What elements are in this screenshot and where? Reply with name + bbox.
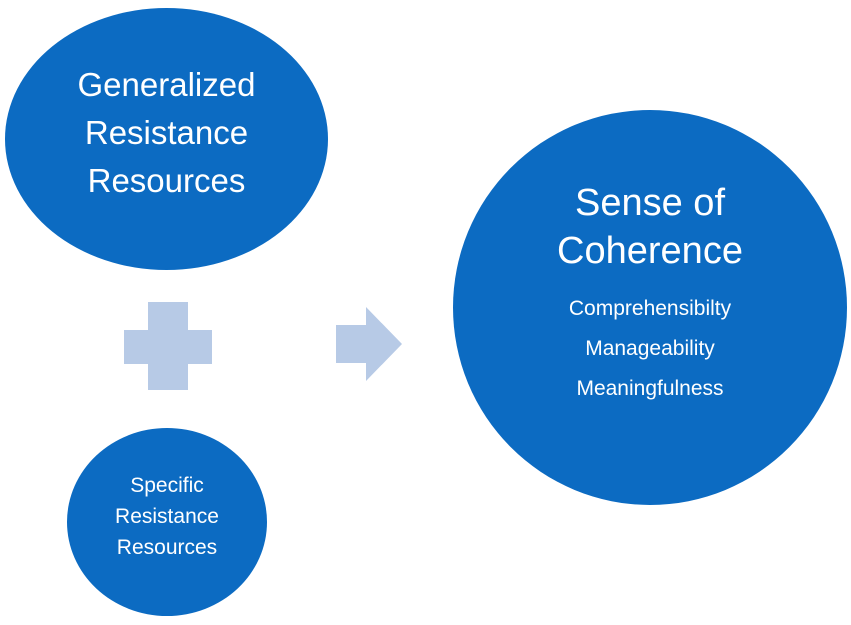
generalized-resistance-resources-node: Generalized Resistance Resources bbox=[5, 8, 328, 270]
soc-component-manageability: Manageability bbox=[585, 336, 715, 360]
soc-component-meaningfulness: Meaningfulness bbox=[576, 376, 724, 400]
soc-title-line-1: Sense of bbox=[575, 181, 725, 224]
specific-resistance-resources-node: Specific Resistance Resources bbox=[67, 428, 267, 616]
specific-label-line-1: Specific bbox=[130, 473, 204, 497]
generalized-label-line-1: Generalized bbox=[77, 66, 256, 103]
soc-components-list: Comprehensibilty Manageability Meaningfu… bbox=[569, 289, 731, 409]
arrow-shape bbox=[336, 307, 402, 381]
generalized-label-line-2: Resistance bbox=[84, 114, 249, 151]
generalized-resistance-resources-label: Generalized Resistance Resources bbox=[78, 61, 256, 205]
soc-component-comprehensibility: Comprehensibilty bbox=[568, 296, 732, 320]
plus-shape bbox=[124, 302, 212, 390]
generalized-label-line-3: Resources bbox=[87, 162, 246, 199]
specific-label-line-3: Resources bbox=[116, 535, 218, 559]
specific-label-line-2: Resistance bbox=[115, 504, 219, 528]
plus-icon bbox=[124, 302, 212, 390]
arrow-right-icon bbox=[336, 307, 402, 381]
specific-resistance-resources-label: Specific Resistance Resources bbox=[115, 470, 219, 563]
soc-title-line-2: Coherence bbox=[557, 229, 743, 272]
sense-of-coherence-title: Sense of Coherence bbox=[557, 179, 743, 275]
sense-of-coherence-node: Sense of Coherence Comprehensibilty Mana… bbox=[453, 110, 847, 505]
